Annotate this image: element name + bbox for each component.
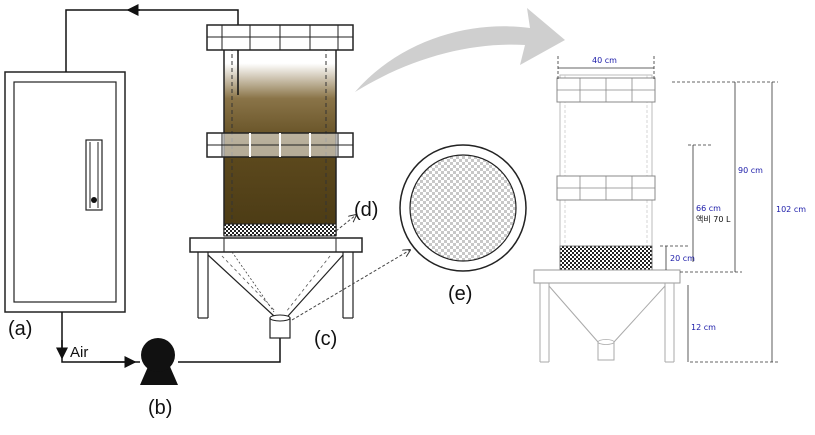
flowmeter-icon (85, 139, 103, 211)
air-diffuser (269, 314, 291, 339)
dimensioned-reactor (533, 74, 681, 363)
label-d: (d) (354, 199, 378, 221)
reactor-column (206, 24, 354, 237)
svg-text:66 cm: 66 cm (696, 204, 721, 213)
svg-text:40 cm: 40 cm (592, 56, 617, 65)
diffuser-plate (399, 144, 527, 272)
leader-e2 (231, 251, 275, 313)
dim-102: 102 cm (690, 81, 806, 363)
dim-66: 66 cm 액비 70 L (688, 144, 731, 262)
air-line-return (178, 336, 281, 363)
label-b: (b) (148, 397, 172, 419)
svg-text:102 cm: 102 cm (776, 205, 806, 214)
dim-90: 90 cm (672, 81, 763, 273)
dim-12: 12 cm (687, 285, 716, 362)
dim-width: 40 cm (557, 56, 655, 80)
reactor-base (189, 237, 363, 319)
leader-d (335, 215, 356, 232)
svg-text:액비 70 L: 액비 70 L (696, 214, 731, 224)
svg-text:12 cm: 12 cm (691, 323, 716, 332)
leader-e (291, 250, 410, 321)
label-c: (c) (314, 328, 337, 350)
transition-arrow (355, 8, 565, 92)
label-a: (a) (8, 318, 32, 340)
label-e: (e) (448, 283, 472, 305)
label-air: Air (70, 344, 88, 361)
svg-text:90 cm: 90 cm (738, 166, 763, 175)
mesh-bed (223, 223, 337, 237)
control-cabinet (4, 71, 126, 313)
svg-text:20 cm: 20 cm (670, 254, 695, 263)
pump-icon (140, 338, 178, 385)
dim-20: 20 cm (660, 245, 695, 270)
